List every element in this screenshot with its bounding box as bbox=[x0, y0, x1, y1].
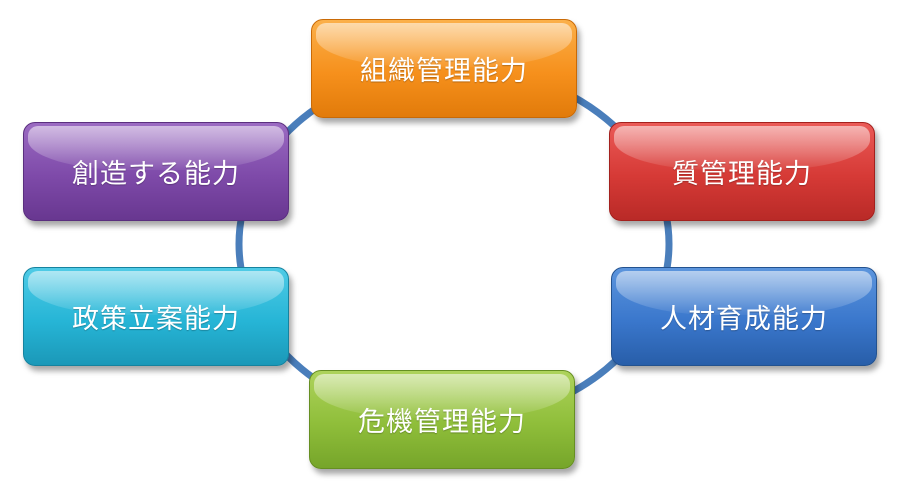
node-label: 組織管理能力 bbox=[360, 56, 528, 87]
node-label: 質管理能力 bbox=[672, 159, 812, 190]
node-organization-management: 組織管理能力 bbox=[311, 19, 577, 118]
node-creative-ability: 創造する能力 bbox=[23, 122, 289, 221]
node-label: 人材育成能力 bbox=[660, 304, 828, 335]
node-human-resource-development: 人材育成能力 bbox=[611, 267, 877, 366]
node-label: 危機管理能力 bbox=[358, 407, 526, 438]
node-label: 政策立案能力 bbox=[72, 304, 240, 335]
node-quality-management: 質管理能力 bbox=[609, 122, 875, 221]
node-label: 創造する能力 bbox=[72, 159, 240, 190]
node-crisis-management: 危機管理能力 bbox=[309, 370, 575, 469]
node-policy-planning: 政策立案能力 bbox=[23, 267, 289, 366]
